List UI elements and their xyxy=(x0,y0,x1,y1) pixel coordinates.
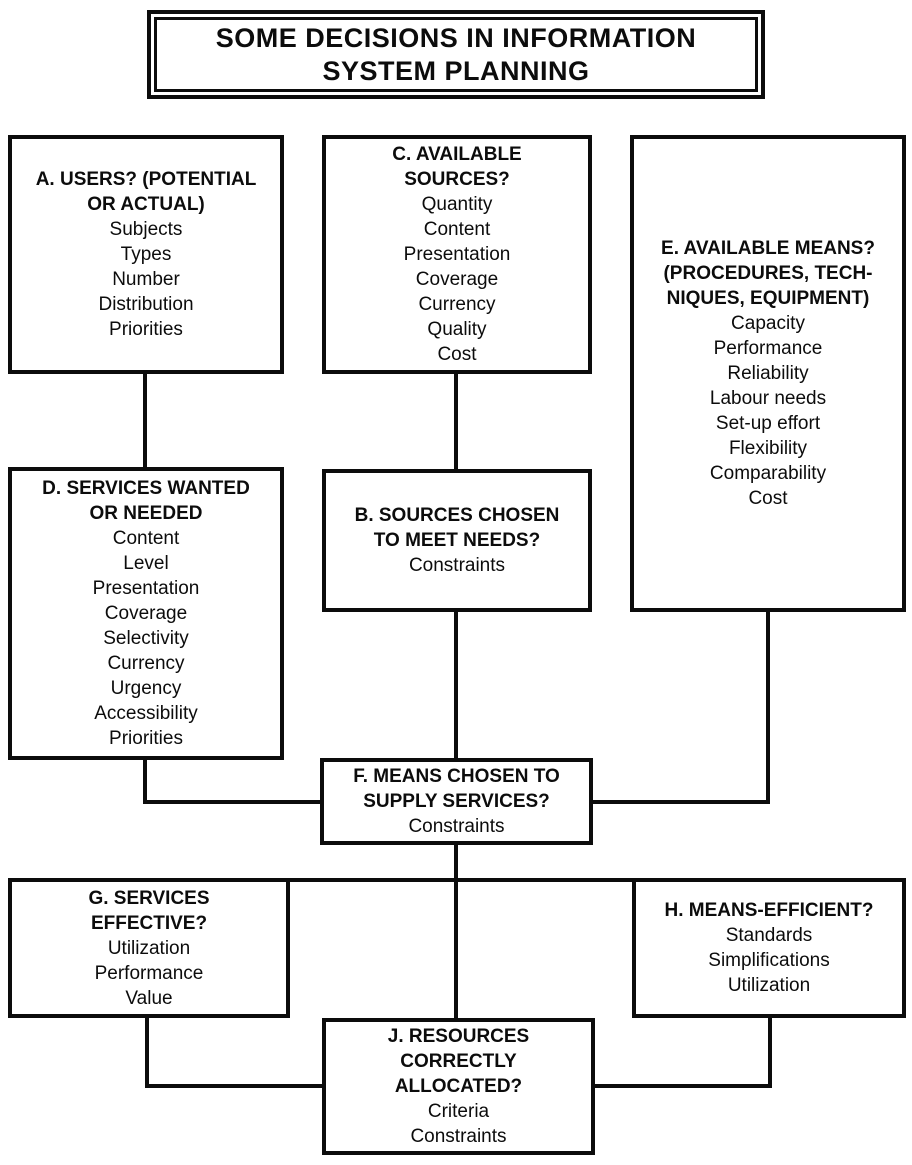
connector-f-j xyxy=(454,843,458,1020)
box-f-items: Constraints xyxy=(408,816,505,837)
connector-g-h-crossbar xyxy=(288,878,634,882)
box-e-available-means: E. AVAILABLE MEANS?(PROCEDURES, TECH-NIQ… xyxy=(630,135,906,612)
connector-e-f-horizontal xyxy=(591,800,770,804)
box-h-heading: H. MEANS-EFFICIENT? xyxy=(664,900,874,921)
box-b-items: Constraints xyxy=(408,555,506,576)
connector-g-j-horizontal xyxy=(145,1084,324,1088)
connector-b-f xyxy=(454,610,458,760)
connector-h-j-vertical xyxy=(768,1016,772,1088)
connector-d-f-vertical xyxy=(143,758,147,804)
connector-g-j-vertical xyxy=(145,1016,149,1088)
connector-e-f-vertical xyxy=(766,610,770,804)
connector-a-d xyxy=(143,372,147,469)
connector-d-f-horizontal xyxy=(143,800,322,804)
box-e-heading: E. AVAILABLE MEANS?(PROCEDURES, TECH-NIQ… xyxy=(661,238,875,309)
connector-h-j-horizontal xyxy=(593,1084,772,1088)
connector-c-b xyxy=(454,372,458,471)
